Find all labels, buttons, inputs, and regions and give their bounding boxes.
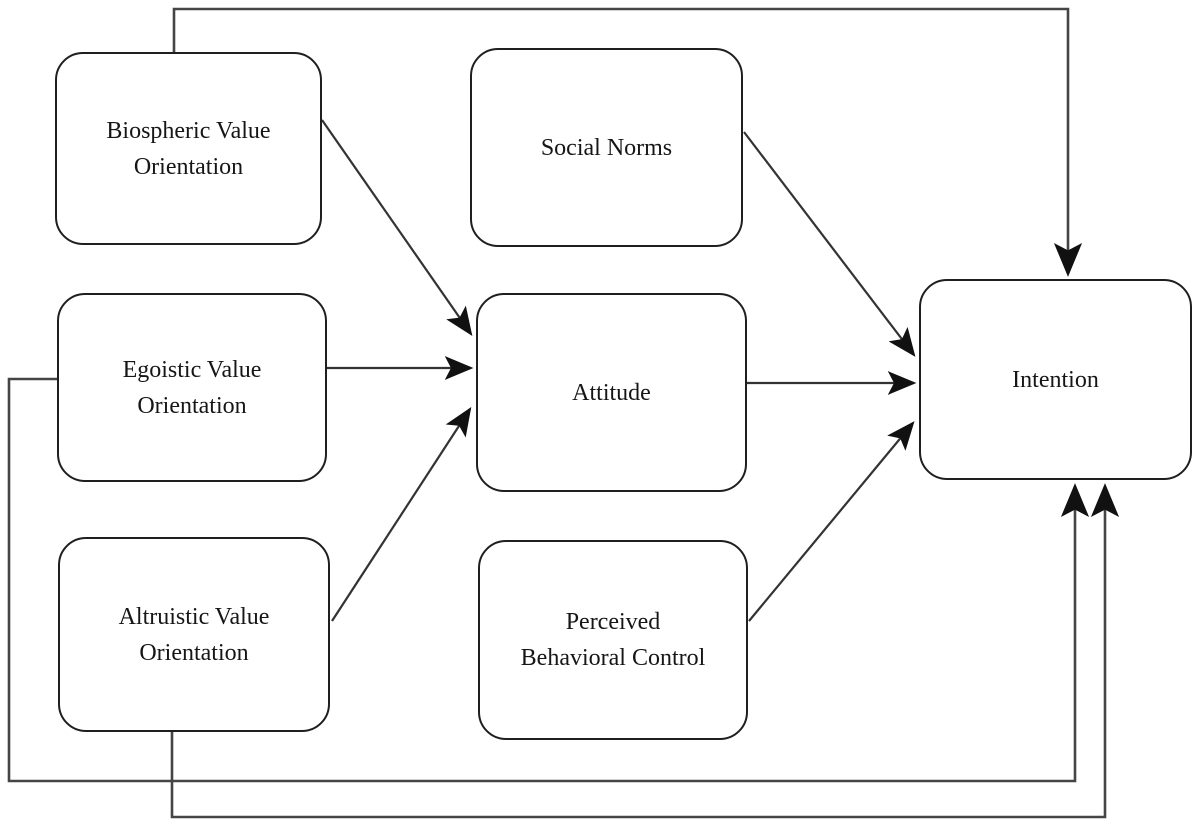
- arrow-altruistic-to-intention: [170, 483, 1120, 819]
- node-biospheric-value-orientation: Biospheric Value Orientation: [55, 52, 322, 245]
- node-attitude: Attitude: [476, 293, 747, 492]
- node-label: Intention: [1012, 366, 1099, 393]
- arrow-pbc-to-intention: [748, 421, 915, 622]
- node-label: Perceived Behavioral Control: [520, 609, 706, 671]
- arrow-altruistic-to-attitude: [331, 407, 472, 622]
- node-label: Biospheric Value Orientation: [106, 117, 271, 180]
- node-perceived-behavioral-control: Perceived Behavioral Control: [478, 540, 748, 740]
- arrow-social-norms-to-intention: [743, 131, 916, 357]
- node-label: Attitude: [572, 379, 651, 406]
- arrow-egoistic-to-intention: [7, 377, 1090, 783]
- node-altruistic-value-orientation: Altruistic Value Orientation: [58, 537, 330, 732]
- node-egoistic-value-orientation: Egoistic Value Orientation: [57, 293, 327, 482]
- node-label: Altruistic Value Orientation: [118, 603, 270, 666]
- node-social-norms: Social Norms: [470, 48, 743, 247]
- node-intention: Intention: [919, 279, 1192, 480]
- node-label: Social Norms: [540, 134, 673, 161]
- node-label: Egoistic Value Orientation: [122, 356, 262, 419]
- arrow-biospheric-to-attitude: [321, 119, 473, 336]
- arrow-biospheric-to-intention: [172, 7, 1083, 277]
